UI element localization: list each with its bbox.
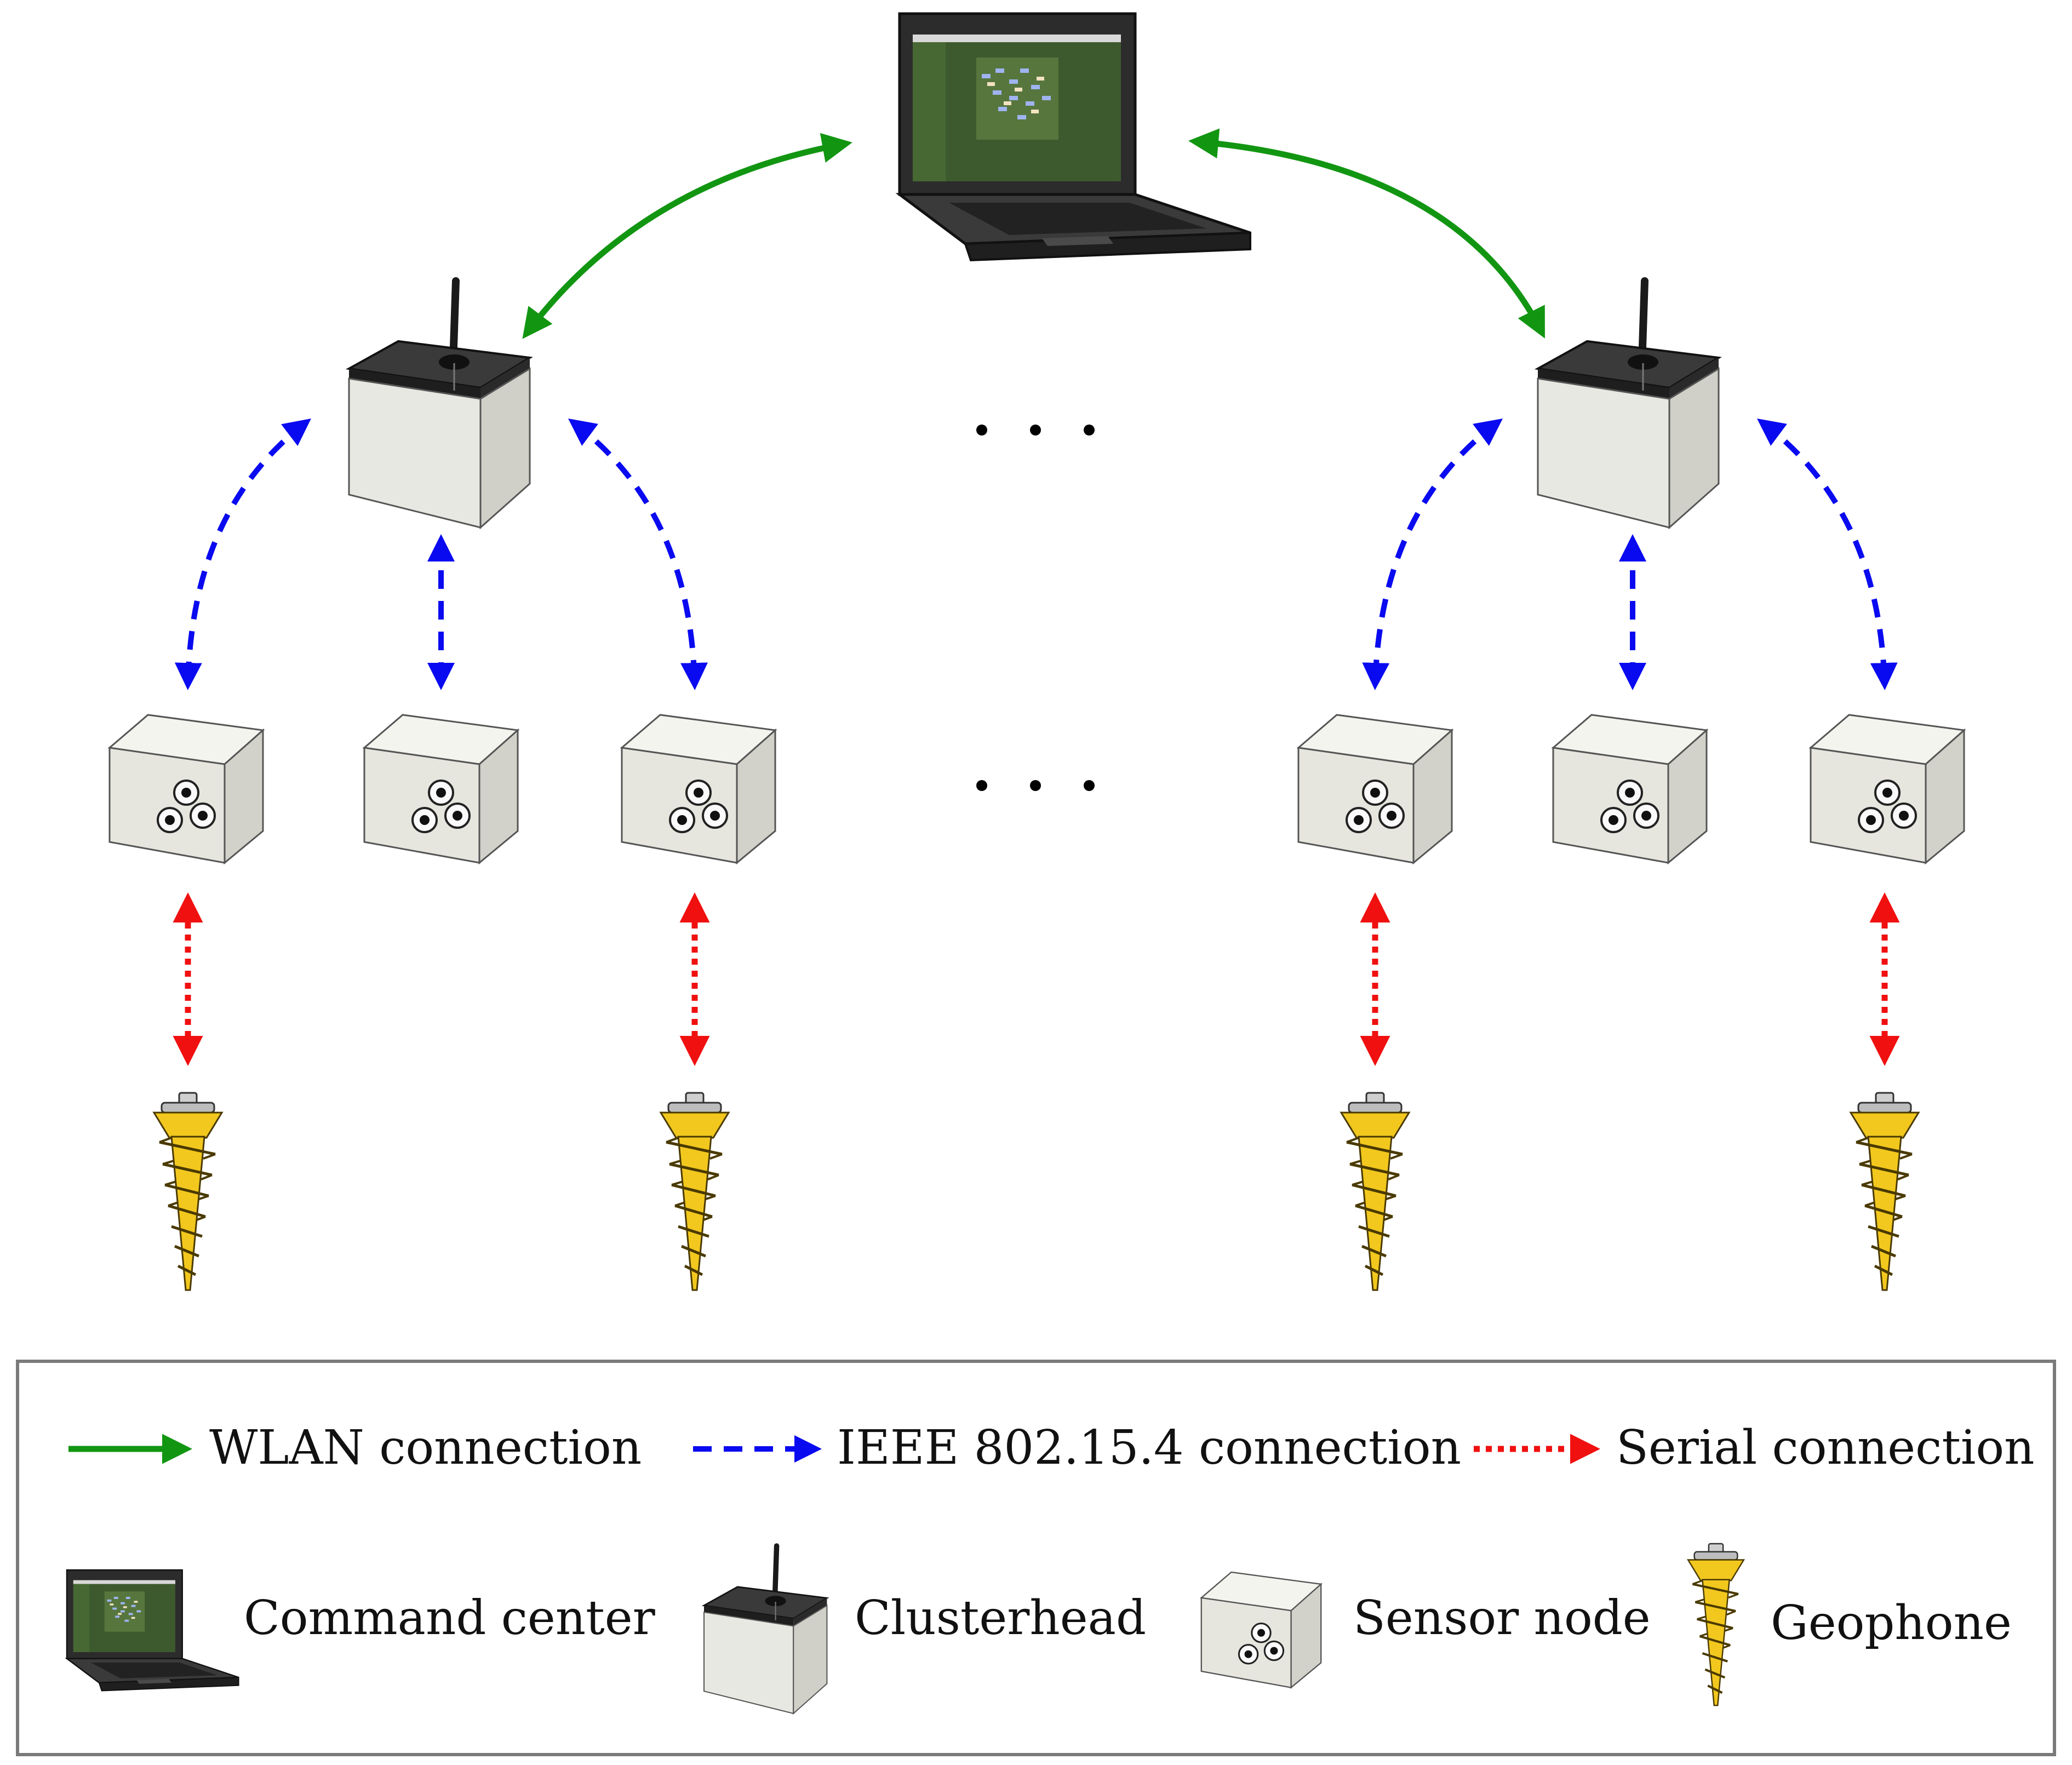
ellipsis-middle bbox=[976, 780, 1095, 791]
legend-sensor-node-icon bbox=[1200, 1571, 1322, 1689]
sensor-node-icon bbox=[1810, 714, 1965, 864]
ieee-link-left-1 bbox=[174, 418, 311, 690]
legend-clusterhead-label: Clusterhead bbox=[855, 1591, 1146, 1646]
geophone-icon bbox=[661, 1093, 729, 1290]
geophone-icon bbox=[1341, 1093, 1409, 1290]
geophone-icon bbox=[1851, 1093, 1919, 1290]
legend-ieee-label: IEEE 802.15.4 connection bbox=[837, 1420, 1461, 1475]
legend-command-center-label: Command center bbox=[244, 1591, 656, 1646]
legend-serial-label: Serial connection bbox=[1616, 1420, 2035, 1475]
geophone-icon bbox=[154, 1093, 222, 1290]
ellipsis-top bbox=[976, 425, 1095, 435]
legend-wlan-label: WLAN connection bbox=[209, 1420, 642, 1475]
ieee-link-left-3 bbox=[568, 419, 708, 690]
legend-geophone-label: Geophone bbox=[1771, 1596, 2012, 1651]
sensor-node-icon bbox=[1297, 714, 1453, 864]
legend: WLAN connection IEEE 802.15.4 connection… bbox=[16, 1360, 2056, 1756]
clusterhead-right-icon bbox=[1538, 281, 1719, 528]
sensor-node-icon bbox=[108, 714, 264, 864]
sensor-node-icon bbox=[363, 714, 519, 864]
sensor-node-icon bbox=[621, 714, 776, 864]
ieee-link-right-1 bbox=[1362, 419, 1503, 690]
wlan-link-left bbox=[522, 133, 852, 339]
ieee-link-right-3 bbox=[1756, 419, 1898, 690]
legend-sensor-node-label: Sensor node bbox=[1353, 1591, 1651, 1646]
sensor-node-icon bbox=[1552, 714, 1708, 864]
wlan-link-right bbox=[1188, 128, 1545, 339]
command-center-laptop-icon bbox=[900, 14, 1250, 260]
clusterhead-left-icon bbox=[349, 281, 530, 528]
